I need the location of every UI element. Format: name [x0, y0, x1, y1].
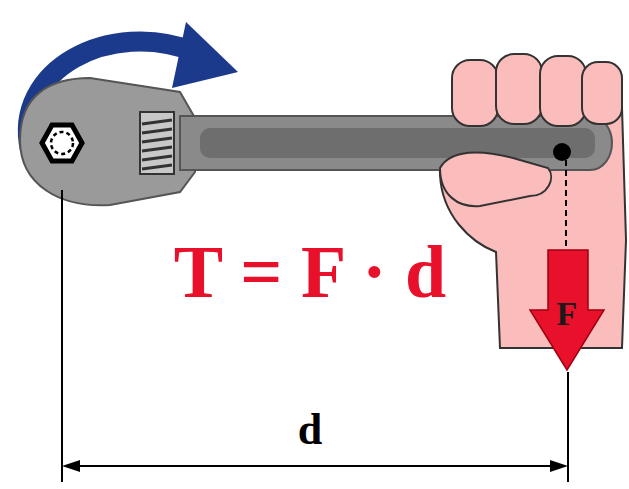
dimension-arrowhead — [62, 460, 80, 472]
screw-thread — [142, 156, 172, 160]
finger — [496, 54, 542, 124]
torque-formula: T = F · d — [174, 235, 446, 309]
extension-line — [567, 372, 569, 482]
finger — [582, 62, 622, 124]
screw-thread — [142, 138, 172, 142]
force-label: F — [557, 297, 578, 331]
screw-thread — [142, 147, 172, 151]
dimension-arrowhead — [550, 460, 568, 472]
thumb — [440, 152, 551, 206]
wrench-head — [20, 78, 195, 205]
extension-line — [61, 190, 63, 482]
force-arrow: F — [528, 248, 606, 372]
force-point — [553, 143, 571, 161]
screw-thread — [142, 129, 172, 133]
rotation-arrowhead — [172, 22, 238, 88]
dimension-line — [74, 465, 556, 467]
wrench-handle — [180, 116, 612, 170]
force-line — [565, 160, 567, 250]
worm-screw — [140, 112, 174, 174]
screw-thread — [142, 120, 172, 124]
hex-nut — [42, 125, 82, 161]
screw-thread — [142, 165, 172, 169]
finger — [540, 56, 586, 126]
handle-groove — [200, 128, 595, 158]
finger — [452, 60, 498, 126]
bolt-circle — [51, 132, 73, 154]
distance-label: d — [298, 408, 322, 452]
